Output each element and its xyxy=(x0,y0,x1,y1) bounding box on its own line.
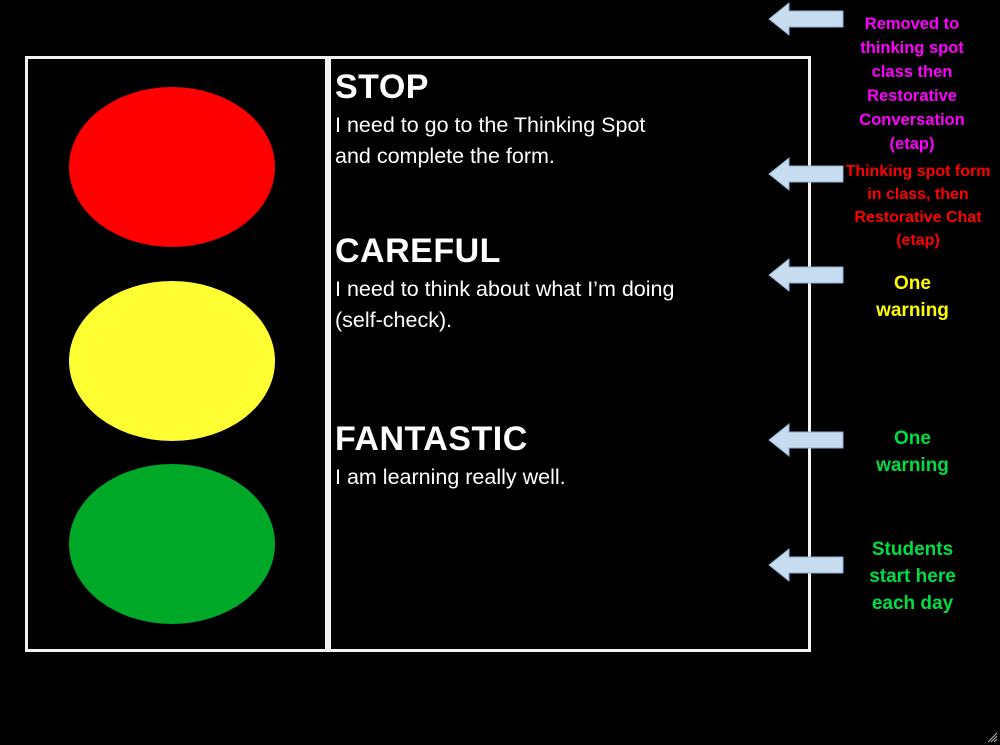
fantastic-heading: FANTASTIC xyxy=(335,420,528,458)
left-arrow-icon xyxy=(768,548,844,582)
stop-description: I need to go to the Thinking Spot and co… xyxy=(335,113,646,168)
left-arrow-icon xyxy=(768,423,844,457)
note-thinking-spot: Thinking spot form in class, then Restor… xyxy=(845,163,991,249)
fantastic-description: I am learning really well. xyxy=(335,465,566,489)
resize-grip-icon[interactable] xyxy=(986,731,998,743)
note-removed: Removed to thinking spot class then Rest… xyxy=(859,15,965,153)
note-one-warning-yellow: One warning xyxy=(876,273,949,321)
careful-description: I need to think about what I’m doing (se… xyxy=(335,277,675,332)
careful-heading: CAREFUL xyxy=(335,232,501,270)
green-light xyxy=(69,464,275,624)
note-students-start: Students start here each day xyxy=(869,539,956,614)
divider xyxy=(325,59,331,649)
note-one-warning-green: One warning xyxy=(876,428,949,476)
left-arrow-icon xyxy=(768,157,844,191)
left-arrow-icon xyxy=(768,258,844,292)
left-arrow-icon xyxy=(768,2,844,36)
red-light xyxy=(69,87,275,247)
level-stop: STOP I need to go to the Thinking Spot a… xyxy=(335,68,675,172)
stop-heading: STOP xyxy=(335,68,429,106)
level-careful: CAREFUL I need to think about what I’m d… xyxy=(335,232,695,336)
traffic-light-chart xyxy=(25,56,811,652)
yellow-light xyxy=(69,281,275,441)
level-fantastic: FANTASTIC I am learning really well. xyxy=(335,420,715,493)
